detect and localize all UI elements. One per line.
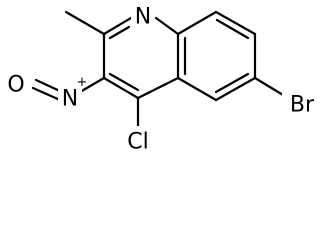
bond-c3-c4-double <box>108 72 140 92</box>
pyridine-ring <box>102 16 180 100</box>
bond-c3-c4 <box>102 76 140 100</box>
bond-c6-c5 <box>214 76 257 102</box>
bond-c3-nitro <box>78 76 106 94</box>
bond-c2-methyl <box>64 10 106 36</box>
molecule-structure: N N + O Cl Br <box>3 4 322 156</box>
atom-ring-nitrogen: N <box>131 4 155 30</box>
nitro-nitrogen-label: N <box>62 87 78 112</box>
bond-c5-c4a <box>176 76 218 102</box>
ring-nitrogen-label: N <box>135 5 151 30</box>
bond-c8a-c8 <box>176 10 218 36</box>
bond-n1-c2 <box>102 16 133 36</box>
bond-c8-c7 <box>214 10 257 36</box>
bromine-label: Br <box>290 93 315 118</box>
bond-nitro-n-o-double <box>31 86 62 102</box>
bond-c6-c5-double <box>214 72 250 94</box>
benzene-ring <box>176 10 257 102</box>
atom-nitro-nitrogen: N + <box>58 75 87 112</box>
substituent-bonds <box>31 10 290 130</box>
nitro-oxygen-label: O <box>7 73 24 98</box>
bond-c4-c4a <box>136 76 180 100</box>
bond-n1-c2-double <box>108 25 131 40</box>
atom-bromine: Br <box>282 92 322 118</box>
atom-labels: N N + O Cl Br <box>3 4 322 156</box>
atom-chlorine: Cl <box>122 126 154 156</box>
bond-c8-c7-double <box>215 18 250 40</box>
bond-c8a-n1 <box>154 16 180 36</box>
bond-nitro-n-o <box>34 78 64 94</box>
atom-nitro-oxygen: O <box>3 72 29 98</box>
chlorine-label: Cl <box>127 130 148 155</box>
nitro-nitrogen-charge: + <box>77 75 88 90</box>
